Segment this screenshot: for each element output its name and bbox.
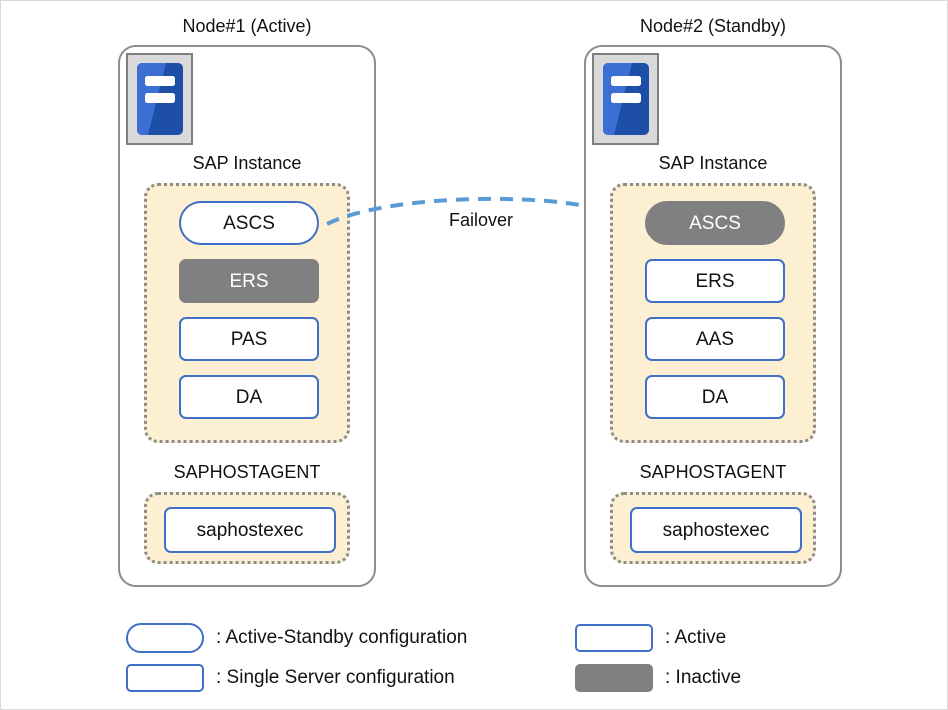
node-1-agent-saphostexec[interactable]: saphostexec [164, 507, 336, 553]
legend-label-single-server: : Single Server configuration [216, 667, 455, 688]
node-1-saphostagent-label: SAPHOSTAGENT [173, 462, 321, 482]
node-1-instance-da-label: DA [235, 386, 263, 408]
node-2-instance-ers[interactable]: ERS [645, 259, 785, 303]
failover-label: Failover [448, 210, 514, 230]
node-2-instance-da-label: DA [701, 386, 729, 408]
node-2-instance-ers-label: ERS [695, 270, 735, 292]
node-2-title: Node#2 (Standby) [639, 16, 787, 36]
node-1-saphostagent-group: saphostexec [144, 492, 350, 564]
node-1-instance-pas-label: PAS [230, 328, 268, 350]
node-2: Node#2 (Standby) SAP Instance ASCS ERS A… [584, 15, 842, 595]
legend-swatch-rect-active [575, 624, 653, 652]
node-2-saphostagent-label: SAPHOSTAGENT [639, 462, 787, 482]
node-2-sap-instance-label: SAP Instance [658, 153, 768, 173]
node-1: Node#1 (Active) SAP Instance ASCS ERS PA… [118, 15, 376, 595]
node-2-instance-ascs[interactable]: ASCS [645, 201, 785, 245]
legend-item-inactive: : Inactive [575, 664, 741, 692]
legend-label-inactive: : Inactive [665, 667, 742, 688]
node-1-sap-instance-label: SAP Instance [192, 153, 302, 173]
legend-item-active-standby: : Active-Standby configuration [126, 623, 467, 653]
node-2-sap-instance-group: ASCS ERS AAS DA [610, 183, 816, 443]
node-2-instance-da[interactable]: DA [645, 375, 785, 419]
node-1-instance-ers[interactable]: ERS [179, 259, 319, 303]
legend-swatch-rect-active [126, 664, 204, 692]
node-1-instance-ers-label: ERS [229, 270, 269, 292]
server-icon [126, 53, 193, 145]
node-2-agent-saphostexec[interactable]: saphostexec [630, 507, 802, 553]
legend-swatch-pill-active [126, 623, 204, 653]
legend-item-single-server: : Single Server configuration [126, 664, 455, 692]
server-icon [592, 53, 659, 145]
node-2-instance-aas-label: AAS [695, 328, 735, 350]
node-1-title: Node#1 (Active) [182, 16, 312, 36]
node-2-instance-aas[interactable]: AAS [645, 317, 785, 361]
node-1-agent-saphostexec-label: saphostexec [196, 519, 304, 541]
node-2-agent-saphostexec-label: saphostexec [662, 519, 770, 541]
node-1-instance-ascs-label: ASCS [223, 212, 275, 234]
node-1-instance-ascs[interactable]: ASCS [179, 201, 319, 245]
node-1-instance-da[interactable]: DA [179, 375, 319, 419]
legend-item-active: : Active [575, 624, 726, 652]
node-1-instance-pas[interactable]: PAS [179, 317, 319, 361]
node-2-saphostagent-group: saphostexec [610, 492, 816, 564]
node-1-sap-instance-group: ASCS ERS PAS DA [144, 183, 350, 443]
node-2-instance-ascs-label: ASCS [689, 212, 741, 234]
legend-label-active-standby: : Active-Standby configuration [216, 627, 468, 648]
legend-label-active: : Active [665, 627, 727, 648]
legend-swatch-rect-inactive [575, 664, 653, 692]
